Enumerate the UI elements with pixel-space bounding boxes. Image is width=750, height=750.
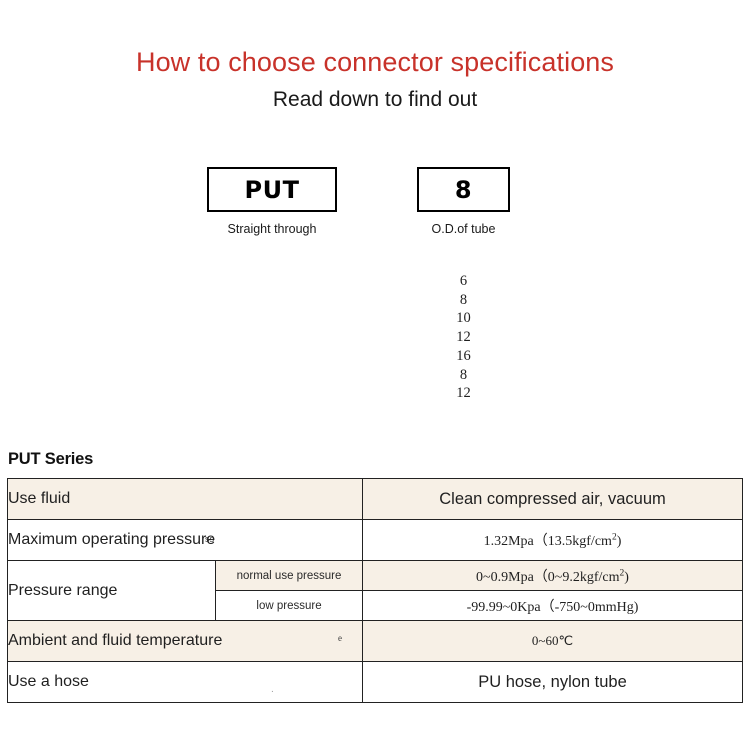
table-row: Use fluid Clean compressed air, vacuum	[7, 478, 743, 520]
spec-value-superscript: 2	[619, 567, 625, 578]
spec-value-use-a-hose: PU hose, nylon tube	[362, 661, 743, 703]
table-row: Pressure range normal use pressure 0~0.9…	[7, 560, 743, 621]
size-option: 12	[456, 385, 471, 402]
table-row: Ambient and fluid temperature e 0~60℃	[7, 620, 743, 662]
spec-value-superscript: 2	[611, 532, 617, 543]
spec-label-text: Maximum operating pressure	[8, 531, 216, 548]
spec-value-suffix: )	[624, 569, 629, 585]
spec-table: Use fluid Clean compressed air, vacuum M…	[7, 478, 743, 703]
page-subtitle: Read down to find out	[272, 88, 478, 111]
code-box-series: PUT	[207, 167, 337, 212]
size-option: 16	[456, 347, 471, 364]
size-option-list: 6 8 10 12 16 8 12	[417, 272, 510, 403]
size-option: 8	[459, 366, 468, 383]
spec-label-max-operating-pressure: Maximum operating pressure ss	[7, 519, 363, 561]
code-box-size-value: 8	[454, 175, 473, 204]
spec-sublabel-normal-use-pressure: normal use pressure	[215, 560, 363, 591]
spec-label-pressure-range: Pressure range	[7, 560, 216, 621]
table-row: Use a hose . PU hose, nylon tube	[7, 661, 743, 703]
spec-label-text: Use a hose	[8, 673, 89, 690]
spec-value-low-pressure: -99.99~0Kpa（-750~0mmHg)	[362, 590, 743, 621]
spec-value-max-operating-pressure: 1.32Mpa（13.5kgf/cm2)	[362, 519, 743, 561]
spec-value-text: 0~0.9Mpa（0~9.2kgf/cm	[476, 569, 620, 585]
size-option: 12	[456, 329, 471, 346]
spec-label-use-a-hose: Use a hose .	[7, 661, 363, 703]
spec-value-text: 1.32Mpa（13.5kgf/cm	[483, 534, 612, 549]
text-artifact-overlay: e	[338, 633, 342, 643]
spec-value-use-fluid: Clean compressed air, vacuum	[362, 478, 743, 520]
spec-label-ambient-fluid-temperature: Ambient and fluid temperature e	[7, 620, 363, 662]
text-artifact-overlay: .	[271, 684, 274, 695]
spec-value-suffix: )	[616, 534, 622, 549]
code-box-size-caption: O.D.of tube	[431, 222, 496, 236]
spec-value-normal-use-pressure: 0~0.9Mpa（0~9.2kgf/cm2)	[362, 560, 743, 591]
size-option: 6	[459, 273, 468, 289]
spec-sublabel-low-pressure: low pressure	[215, 590, 363, 621]
size-option: 8	[459, 291, 468, 308]
code-box-series-caption: Straight through	[227, 222, 317, 236]
series-heading: PUT Series	[8, 450, 94, 468]
code-box-series-value: PUT	[244, 175, 300, 204]
page-title: How to choose connector specifications	[135, 47, 615, 77]
code-box-size: 8	[417, 167, 510, 212]
spec-label-use-fluid: Use fluid	[7, 478, 363, 520]
spec-label-text: Ambient and fluid temperature	[8, 632, 223, 649]
spec-value-ambient-fluid-temperature: 0~60℃	[362, 620, 743, 662]
size-option: 10	[456, 310, 471, 327]
table-row: Maximum operating pressure ss 1.32Mpa（13…	[7, 519, 743, 561]
